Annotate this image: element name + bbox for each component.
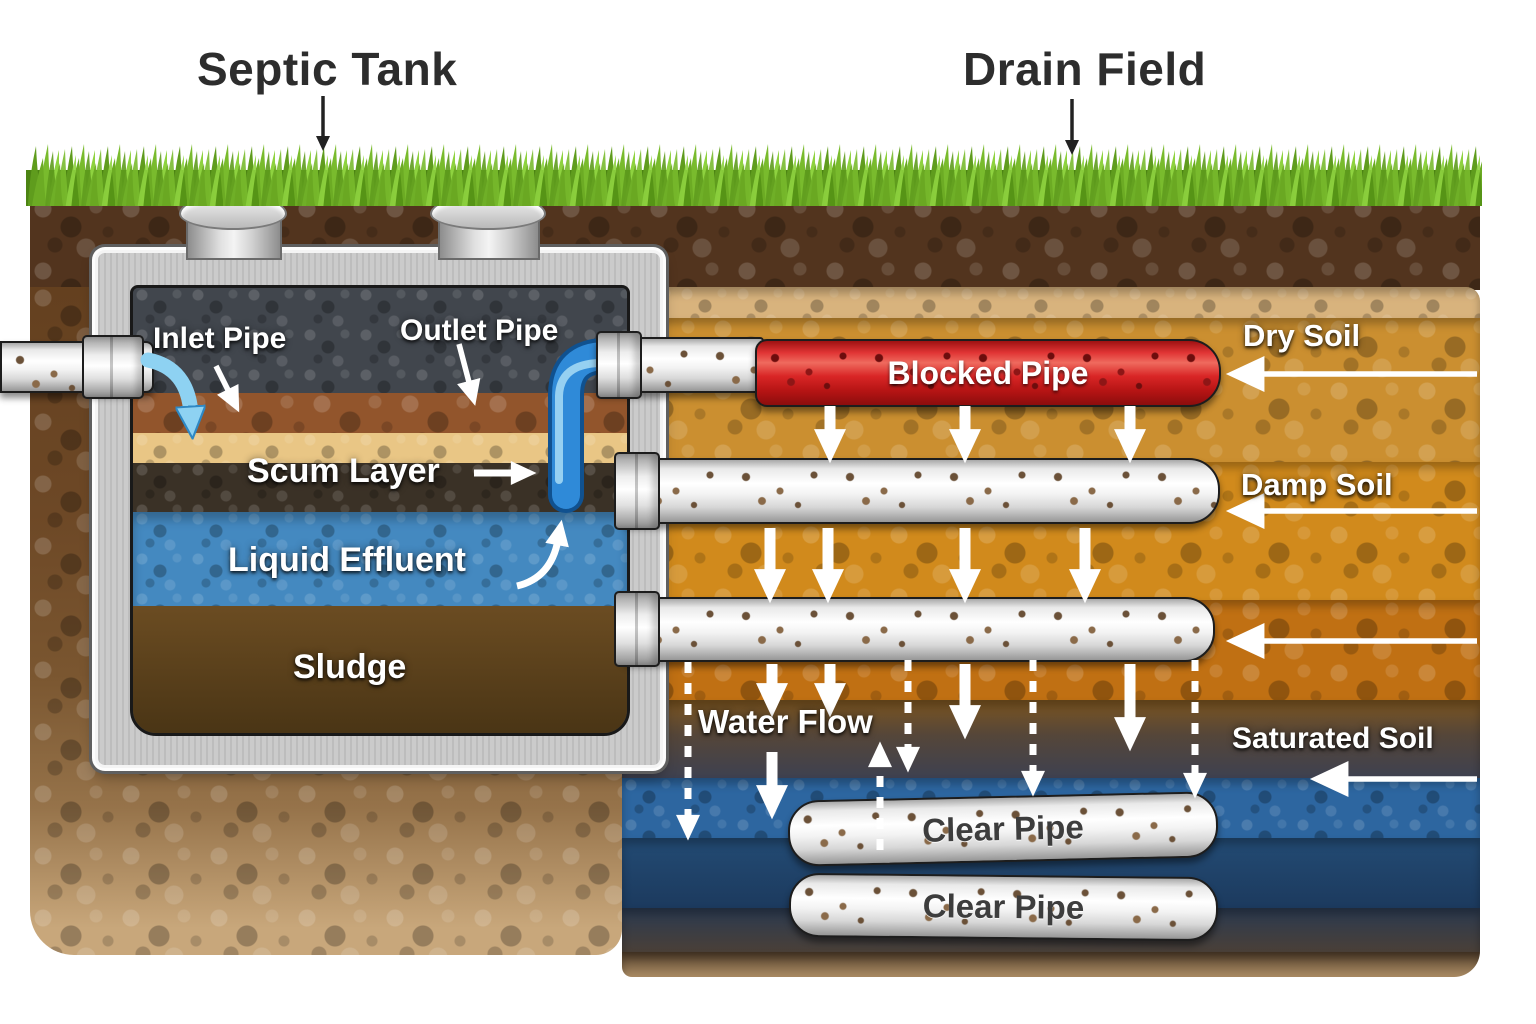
- label-saturated-soil: Saturated Soil: [1232, 722, 1434, 755]
- label-sludge: Sludge: [293, 648, 407, 686]
- label-water-flow: Water Flow: [698, 703, 873, 740]
- drain-pipe-upper: [622, 458, 1220, 524]
- clear-pipe-2-label: Clear Pipe: [922, 887, 1085, 926]
- tank-foam-layer: [133, 433, 627, 468]
- tank-liquid-effluent: [133, 512, 627, 613]
- outlet-pipe-collar: [596, 331, 642, 399]
- page-title-septic-tank: Septic Tank: [197, 43, 458, 95]
- soil-layer-tan: [622, 287, 1480, 318]
- label-dry-soil: Dry Soil: [1243, 318, 1361, 353]
- drain-pipe-lower: [622, 597, 1215, 662]
- drain-pipe-upper-collar: [614, 452, 660, 530]
- label-damp-soil: Damp Soil: [1241, 467, 1393, 502]
- label-inlet-pipe: Inlet Pipe: [153, 322, 287, 355]
- grass-strip: [26, 140, 1482, 206]
- septic-tank-interior: [130, 285, 630, 736]
- tank-scum-layer: [133, 463, 627, 518]
- clear-pipe-2: Clear Pipe: [788, 872, 1219, 942]
- tank-sludge: [133, 606, 627, 733]
- clear-pipe-1-label: Clear Pipe: [921, 808, 1085, 849]
- label-outlet-pipe: Outlet Pipe: [400, 314, 559, 347]
- blocked-pipe: Blocked Pipe: [755, 339, 1221, 407]
- label-liquid-effluent: Liquid Effluent: [228, 541, 466, 579]
- blocked-pipe-label: Blocked Pipe: [887, 354, 1089, 391]
- tank-scum-chunks: [133, 393, 627, 438]
- page-title-drain-field: Drain Field: [963, 43, 1207, 95]
- outlet-elbow-highlight: [555, 359, 604, 484]
- label-scum-layer: Scum Layer: [247, 452, 440, 490]
- soil-layer-bottom-fade: [622, 952, 1480, 977]
- drain-pipe-lower-collar: [614, 591, 660, 667]
- inlet-pipe-collar: [82, 335, 144, 399]
- clear-pipe-1: Clear Pipe: [787, 791, 1219, 867]
- grass-front-blades: [43, 145, 1482, 206]
